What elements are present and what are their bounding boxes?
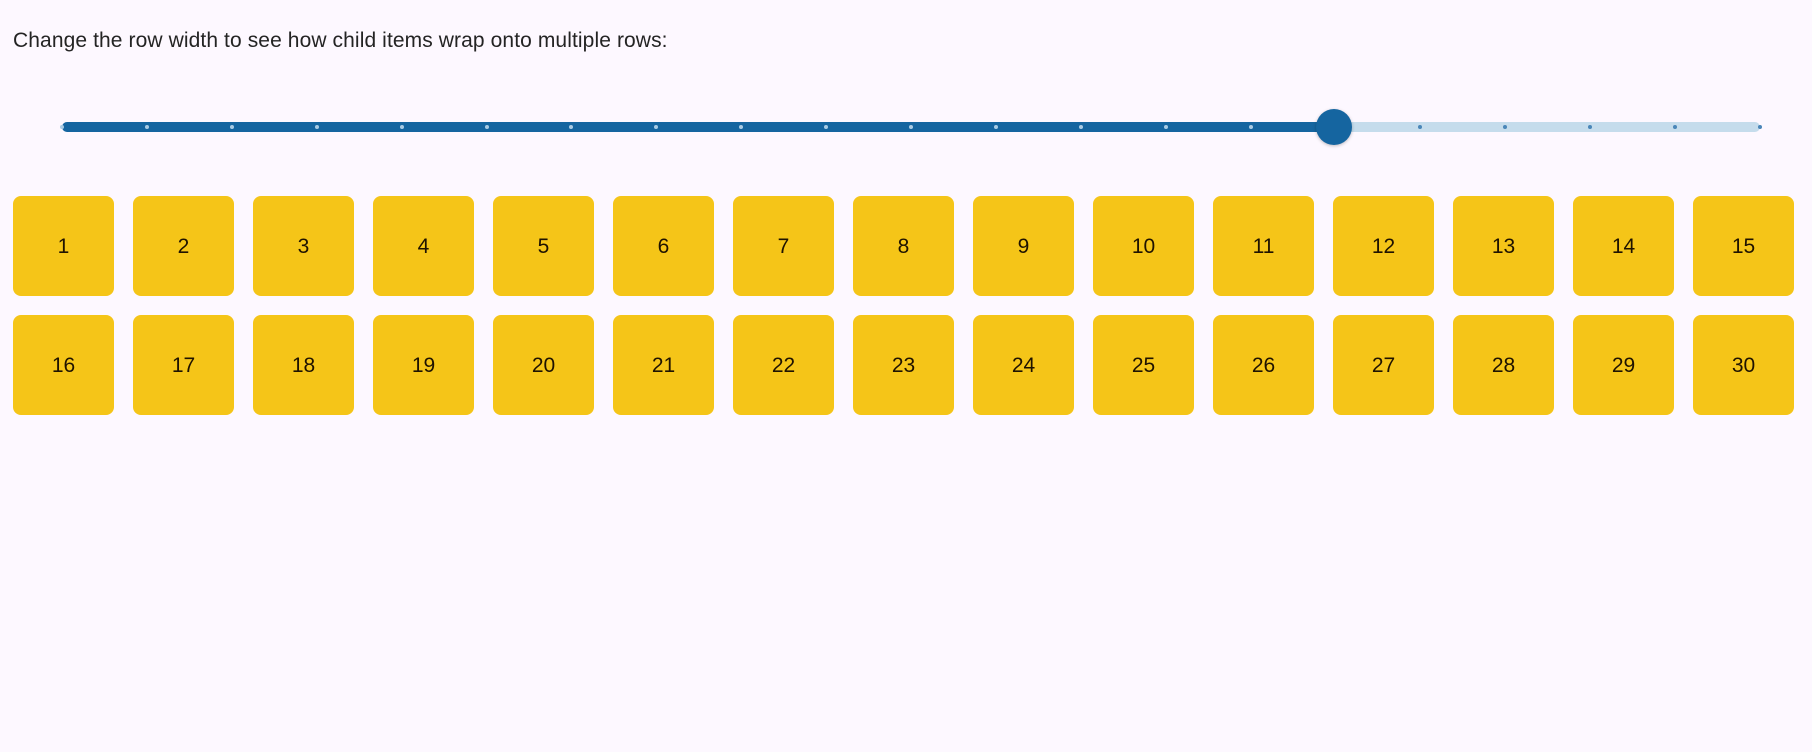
item-box: 29 — [1573, 315, 1674, 415]
slider-tick — [569, 125, 574, 129]
slider-tick — [314, 125, 319, 129]
item-box: 27 — [1333, 315, 1434, 415]
slider-tick — [739, 125, 744, 129]
item-box: 19 — [373, 315, 474, 415]
item-box: 9 — [973, 196, 1074, 296]
item-box: 3 — [253, 196, 354, 296]
item-box: 20 — [493, 315, 594, 415]
item-box: 10 — [1093, 196, 1194, 296]
slider-tick — [229, 125, 234, 129]
slider-tick — [1078, 125, 1083, 129]
item-box: 26 — [1213, 315, 1314, 415]
slider-tick — [1588, 125, 1593, 129]
row-width-slider[interactable] — [60, 104, 1762, 150]
item-box: 28 — [1453, 315, 1554, 415]
item-box: 17 — [133, 315, 234, 415]
slider-tick — [1248, 125, 1253, 129]
item-box: 14 — [1573, 196, 1674, 296]
slider-tick — [1163, 125, 1168, 129]
item-box: 21 — [613, 315, 714, 415]
item-box: 25 — [1093, 315, 1194, 415]
item-box: 11 — [1213, 196, 1314, 296]
item-box: 18 — [253, 315, 354, 415]
item-box: 30 — [1693, 315, 1794, 415]
item-box: 6 — [613, 196, 714, 296]
slider-tick — [1758, 125, 1762, 129]
instruction-text: Change the row width to see how child it… — [13, 29, 668, 52]
slider-tick — [1673, 125, 1678, 129]
slider-tick — [824, 125, 829, 129]
slider-fill — [62, 122, 1334, 132]
slider-tick — [993, 125, 998, 129]
slider-tick — [399, 125, 404, 129]
item-box: 8 — [853, 196, 954, 296]
slider-tick — [1503, 125, 1508, 129]
slider-tick — [909, 125, 913, 129]
item-box: 16 — [13, 315, 114, 415]
item-box: 12 — [1333, 196, 1434, 296]
slider-tick — [484, 125, 489, 129]
slider-tick — [654, 125, 659, 129]
slider-tick — [1418, 125, 1423, 129]
slider-tick — [144, 125, 149, 129]
item-box: 5 — [493, 196, 594, 296]
item-box: 2 — [133, 196, 234, 296]
item-box: 23 — [853, 315, 954, 415]
item-box: 22 — [733, 315, 834, 415]
item-box: 4 — [373, 196, 474, 296]
item-box: 13 — [1453, 196, 1554, 296]
slider-thumb[interactable] — [1315, 109, 1352, 145]
item-box: 1 — [13, 196, 114, 296]
item-box: 24 — [973, 315, 1074, 415]
slider-tick — [60, 125, 64, 129]
slider-tick-marks — [60, 122, 1762, 132]
item-box: 15 — [1693, 196, 1794, 296]
item-box: 7 — [733, 196, 834, 296]
